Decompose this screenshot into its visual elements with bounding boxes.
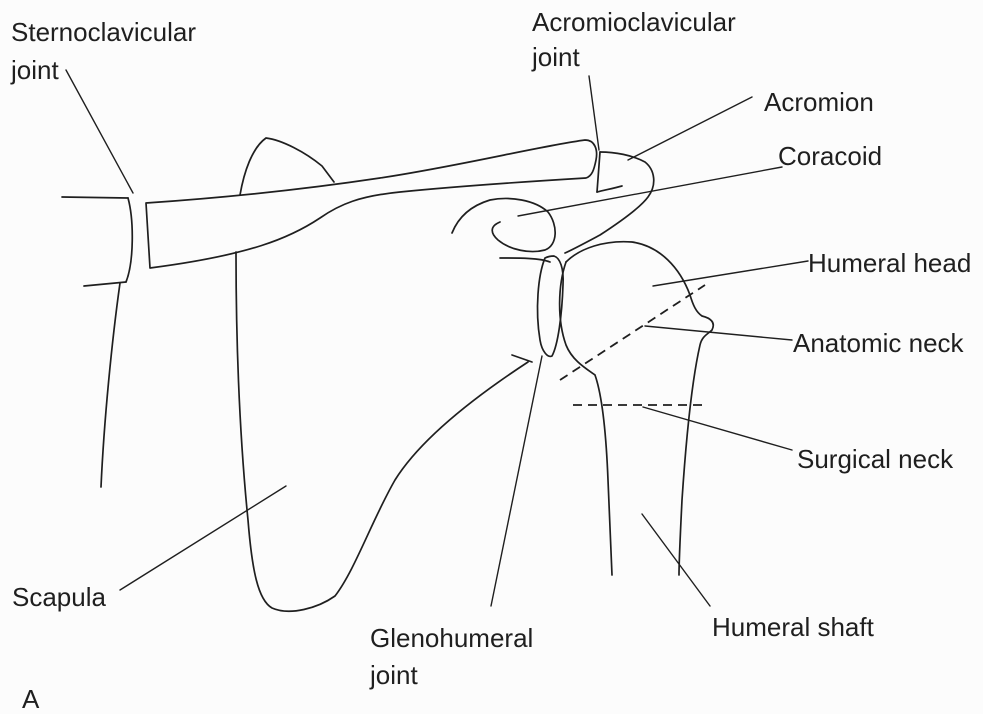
scapula-label: Scapula [12, 582, 106, 612]
leader-lines [66, 70, 808, 606]
sternum-top-edge [62, 197, 128, 198]
sternoclavicular-label-line2: joint [10, 55, 59, 85]
acromioclavicular-label-line2: joint [531, 42, 580, 72]
acromion-outline [565, 152, 654, 253]
humeral-shaft-leader [642, 514, 710, 606]
clavicle [146, 140, 597, 268]
scapula-lateral-border-tip [512, 355, 532, 362]
humerus-medial-contour [560, 262, 612, 575]
scapula-leader [120, 486, 286, 590]
sternum-outline [62, 197, 132, 487]
acromioclavicular-joint-edge [597, 152, 600, 192]
humeral-shaft-label: Humeral shaft [712, 612, 875, 642]
sternoclavicular-leader [66, 70, 133, 193]
rib-line [101, 283, 120, 487]
humeral-head-leader [653, 261, 808, 286]
glenohumeral-label-line1: Glenohumeral [370, 623, 533, 653]
sternoclavicular-label-line1: Sternoclavicular [11, 17, 196, 47]
acromion-process [565, 152, 654, 253]
acromioclavicular-label-line1: Acromioclavicular [532, 7, 736, 37]
anatomic-neck-label: Anatomic neck [793, 328, 965, 358]
glenoid-neck-line [500, 258, 550, 262]
coracoid-label: Coracoid [778, 141, 882, 171]
acromion-label: Acromion [764, 87, 874, 117]
coracoid-outline [452, 199, 555, 263]
glenohumeral-label-line2: joint [369, 660, 418, 690]
coracoid-leader [518, 167, 782, 216]
glenohumeral-leader [491, 356, 542, 606]
coracoid-process [452, 199, 555, 252]
acromioclavicular-leader [589, 76, 599, 150]
humerus-outline [560, 242, 714, 575]
sternum-articular-edge [126, 198, 132, 282]
panel-letter: A [22, 684, 40, 714]
scapula-body [236, 252, 528, 611]
surgical-neck-label: Surgical neck [797, 444, 954, 474]
labels: Sternoclavicular joint Acromioclavicular… [10, 7, 971, 714]
anatomic-neck-leader [645, 326, 792, 340]
acromion-leader [628, 97, 752, 160]
humeral-head-label: Humeral head [808, 248, 971, 278]
surgical-neck-leader [643, 407, 792, 450]
humerus-lateral-contour [566, 242, 713, 575]
acromion-underside [597, 186, 622, 192]
scapula-outline [236, 138, 532, 611]
